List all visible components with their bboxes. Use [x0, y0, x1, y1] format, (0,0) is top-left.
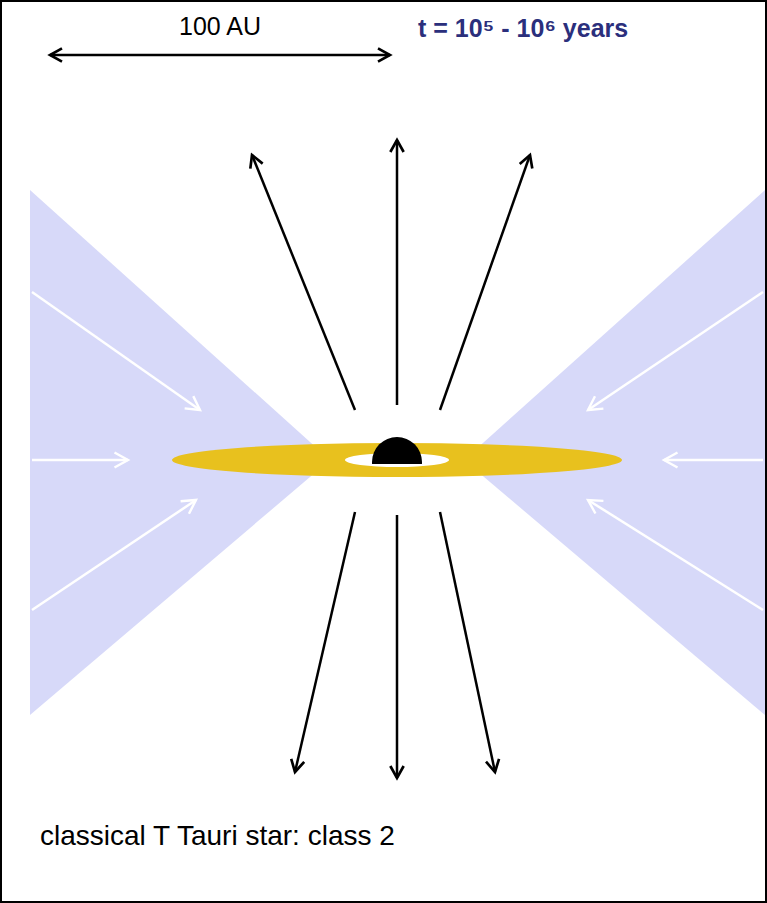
infall-arrow	[32, 292, 200, 410]
outflow-arrow	[396, 515, 399, 778]
infall-arrow	[588, 500, 763, 610]
outflow-arrow	[440, 512, 495, 772]
scale-label: 100 AU	[179, 12, 261, 41]
scale-bar	[50, 54, 390, 57]
outflow-arrow	[440, 155, 530, 410]
infall-arrow	[32, 500, 196, 610]
time-label: t = 10⁵ - 10⁶ years	[418, 14, 628, 43]
infall-arrow	[32, 459, 128, 462]
caption-label: classical T Tauri star: class 2	[40, 820, 395, 852]
outflow-arrow	[295, 512, 355, 772]
outflow-arrow	[252, 155, 355, 410]
outflow-arrow	[396, 140, 399, 405]
infall-arrow	[588, 292, 763, 410]
star	[372, 437, 422, 464]
infall-arrow	[664, 459, 763, 462]
